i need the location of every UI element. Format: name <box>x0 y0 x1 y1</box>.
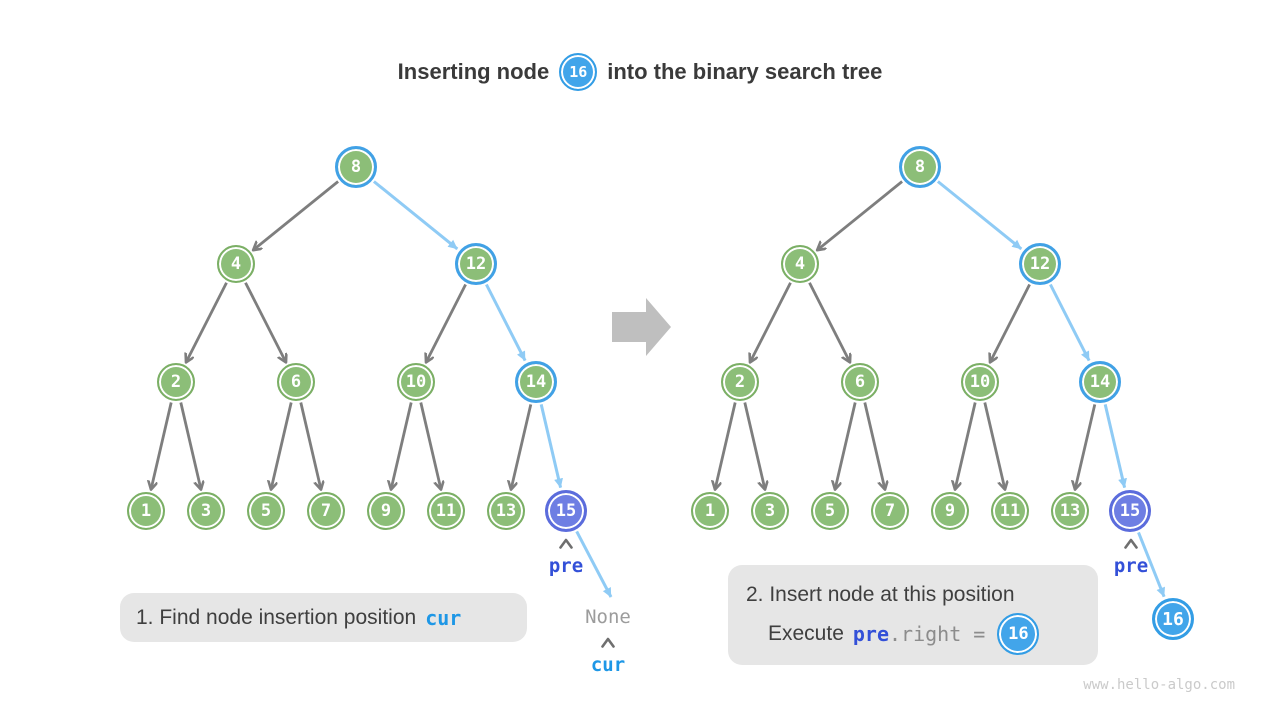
edge-L8-L12 <box>372 180 459 251</box>
transition-arrow-icon <box>612 298 671 356</box>
caption-step-1: 1. Find node insertion position cur <box>120 593 527 642</box>
edge-R2-R3 <box>743 402 765 490</box>
edge-L12-L14 <box>485 283 527 362</box>
pointer-label-none: None <box>585 606 631 628</box>
caret-icon-2 <box>1124 538 1138 549</box>
edge-L4-L2 <box>186 282 228 363</box>
edge-R6-R5 <box>835 402 857 490</box>
tree-node-L3: 3 <box>187 492 225 530</box>
title-suffix: into the binary search tree <box>607 59 883 84</box>
edge-L10-L11 <box>419 402 441 490</box>
edge-R14-R15 <box>1103 404 1127 489</box>
caption-2-line-1: 2. Insert node at this position <box>746 583 1015 606</box>
caption-2-code-pre: pre <box>852 622 890 646</box>
caret-icon-1 <box>601 637 615 648</box>
tree-node-L2: 2 <box>157 363 195 401</box>
tree-node-R15: 15 <box>1109 490 1151 532</box>
edge-R4-R6 <box>808 282 851 363</box>
edge-L2-L1 <box>151 402 173 490</box>
title-node-16: 16 <box>559 53 598 91</box>
tree-node-R13: 13 <box>1051 492 1089 530</box>
edge-R6-R7 <box>863 402 885 490</box>
tree-node-L6: 6 <box>277 363 315 401</box>
edge-R2-R1 <box>715 402 737 490</box>
tree-node-L7: 7 <box>307 492 345 530</box>
tree-node-L14: 14 <box>515 361 557 403</box>
edge-L6-L7 <box>299 402 321 490</box>
edge-R8-R12 <box>936 180 1023 251</box>
edge-L4-L6 <box>244 282 287 363</box>
tree-node-R4: 4 <box>781 245 819 283</box>
tree-node-R2: 2 <box>721 363 759 401</box>
tree-node-L8: 8 <box>335 146 377 188</box>
caption-1-text: 1. Find node insertion position <box>136 605 417 629</box>
caption-node-16: 16 <box>997 613 1040 655</box>
tree-node-R1: 1 <box>691 492 729 530</box>
edge-L8-L4 <box>253 180 339 251</box>
watermark: www.hello-algo.com <box>1083 677 1235 693</box>
tree-node-L9: 9 <box>367 492 405 530</box>
edge-L14-L15 <box>539 404 563 489</box>
edge-L14-L13 <box>511 404 533 489</box>
tree-node-L1: 1 <box>127 492 165 530</box>
caption-1-code-cur: cur <box>425 605 462 630</box>
tree-node-R6: 6 <box>841 363 879 401</box>
edge-R12-R10 <box>990 283 1031 363</box>
caption-2-code-accessor: .right = <box>889 622 986 646</box>
tree-node-R5: 5 <box>811 492 849 530</box>
edge-L6-L5 <box>271 402 293 490</box>
pointer-label-cur: cur <box>590 654 626 676</box>
title-prefix: Inserting node <box>397 59 550 84</box>
pointer-label-pre: pre <box>548 555 584 577</box>
tree-node-L5: 5 <box>247 492 285 530</box>
tree-node-L4: 4 <box>217 245 255 283</box>
caption-step-2: 2. Insert node at this position Execute … <box>728 565 1098 665</box>
tree-node-L11: 11 <box>427 492 465 530</box>
tree-node-R16: 16 <box>1152 598 1194 640</box>
tree-node-R9: 9 <box>931 492 969 530</box>
tree-node-L10: 10 <box>397 363 435 401</box>
edge-R12-R14 <box>1049 283 1091 362</box>
tree-node-R8: 8 <box>899 146 941 188</box>
edge-R10-R9 <box>955 402 977 490</box>
edge-R10-R11 <box>983 402 1005 490</box>
tree-node-R12: 12 <box>1019 243 1061 285</box>
pointer-label-pre: pre <box>1113 555 1149 577</box>
tree-node-R10: 10 <box>961 363 999 401</box>
caret-icon-0 <box>559 538 573 549</box>
edge-L10-L9 <box>391 402 413 490</box>
page-title: Inserting node 16 into the binary search… <box>0 50 1280 94</box>
tree-node-L15: 15 <box>545 490 587 532</box>
tree-node-R3: 3 <box>751 492 789 530</box>
caption-2-execute: Execute <box>768 622 844 645</box>
edge-R8-R4 <box>817 180 903 251</box>
edge-L2-L3 <box>179 402 201 490</box>
caption-2-line-2: Execute pre .right = 16 <box>746 612 1098 656</box>
edge-R14-R13 <box>1075 404 1097 489</box>
edge-R4-R2 <box>750 282 792 363</box>
tree-node-L13: 13 <box>487 492 525 530</box>
edge-L12-L10 <box>426 283 467 363</box>
tree-node-L12: 12 <box>455 243 497 285</box>
tree-node-R14: 14 <box>1079 361 1121 403</box>
tree-node-R11: 11 <box>991 492 1029 530</box>
tree-node-R7: 7 <box>871 492 909 530</box>
